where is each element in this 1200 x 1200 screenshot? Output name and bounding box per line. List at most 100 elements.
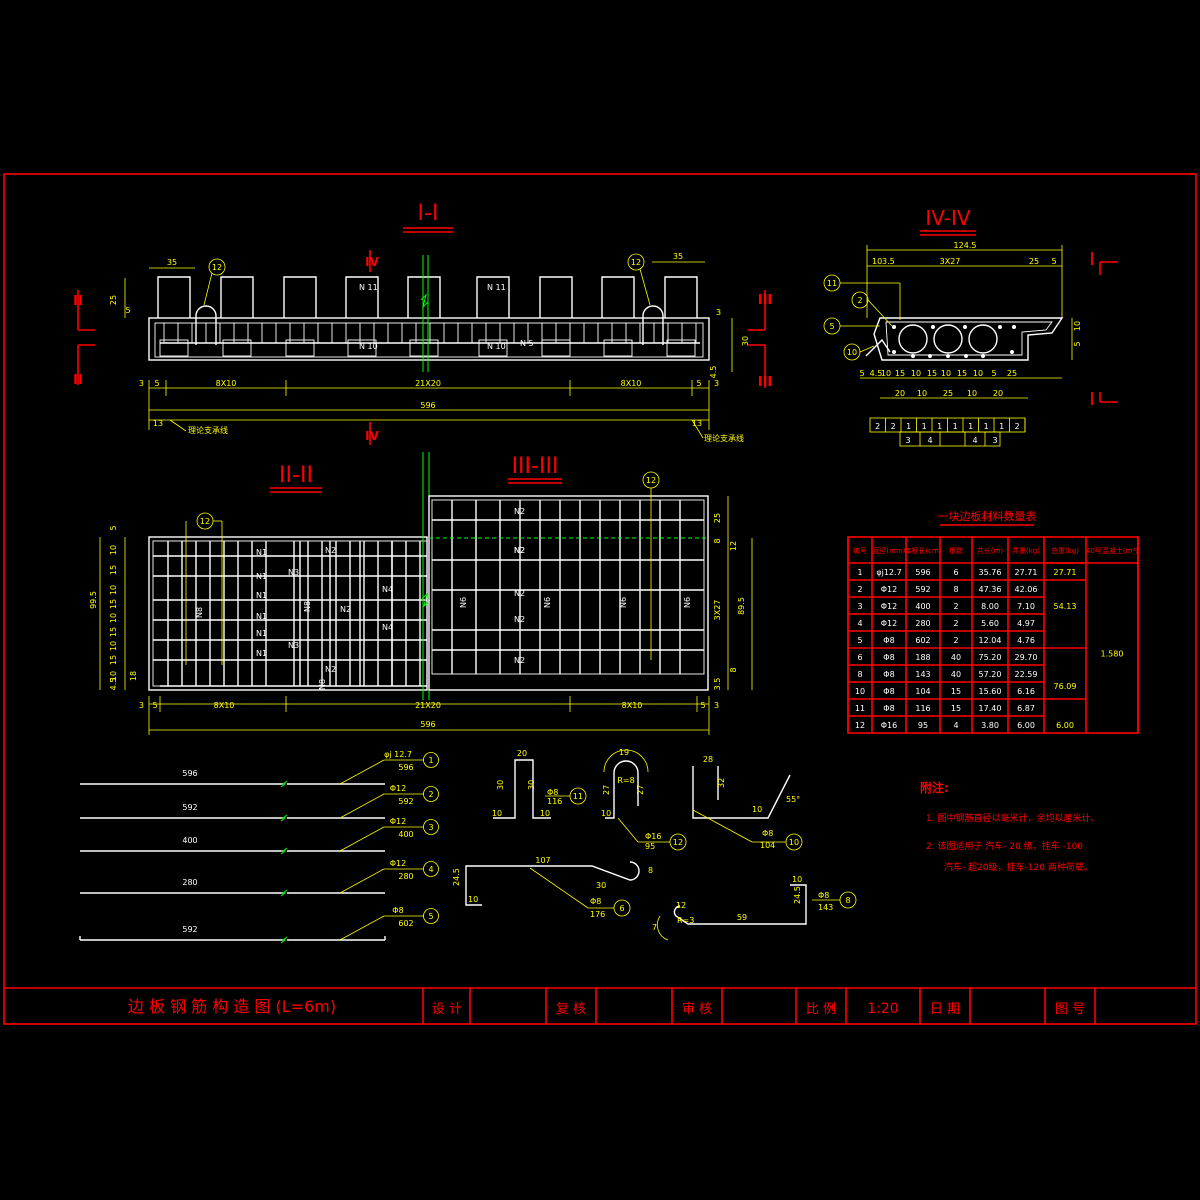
note-2a: 2. 该图适用于 汽车- 20 级，挂车 -100 — [926, 840, 1083, 852]
table-cell: 188 — [915, 653, 930, 662]
bar-cut-length: 592 — [398, 797, 413, 806]
table-header: 每根长(cm) — [904, 546, 941, 555]
dim-35-left: 35 — [167, 258, 177, 267]
iv-bottom-dim: 20 — [993, 389, 1003, 398]
table-cell: 95 — [918, 721, 928, 730]
dim-596: 596 — [420, 401, 435, 410]
table-cell: 2 — [953, 602, 958, 611]
plan-left-dim: 15 — [109, 599, 118, 609]
bottom-stirrup — [159, 339, 189, 357]
table-cell: 8 — [953, 585, 958, 594]
iv-code: 3 — [905, 436, 910, 445]
table-cell: 54.13 — [1054, 602, 1077, 611]
plan-left-dim: 10 — [109, 671, 118, 681]
note-1: 1. 图中钢筋直径以毫米计，余均以厘米计。 — [926, 812, 1099, 824]
dim-3-right: 3 — [714, 379, 719, 388]
tb-date: 日 期 — [930, 1002, 960, 1017]
table-cell: 42.06 — [1015, 585, 1038, 594]
bottom-stirrup — [222, 339, 252, 357]
bar-11-shape: 20 30 30 10 10 Φ8 116 11 — [492, 749, 587, 819]
mark-i-top: I — [1089, 249, 1094, 270]
table-cell: 2 — [953, 619, 958, 628]
table-cell: 5 — [857, 636, 862, 645]
table-cell: 47.36 — [979, 585, 1002, 594]
stirrup-group — [157, 276, 698, 357]
table-cell: 8 — [857, 670, 862, 679]
top-plan-right-dim: 12 — [729, 541, 738, 551]
bar-12-shape: 19 27 27 R=8 10 Φ16 95 12 — [601, 748, 687, 851]
iv-code: 1 — [984, 422, 989, 431]
bar-cut-length: 602 — [398, 919, 413, 928]
dim-5-left: 5 — [154, 379, 159, 388]
table-cell: 2 — [953, 636, 958, 645]
dim-21x20: 21X20 — [415, 379, 441, 388]
b10-dim-10: 10 — [752, 805, 762, 814]
table-cell: Φ12 — [881, 619, 897, 628]
tb-design: 设 计 — [432, 1002, 462, 1017]
bar-id: 5 — [428, 912, 433, 921]
bar-6-shape: 107 24.5 10 30 8 Φ8 176 6 — [452, 856, 653, 919]
iv-code: 1 — [953, 422, 958, 431]
b8-dim-59: 59 — [737, 913, 747, 922]
b12-dim-10: 10 — [601, 809, 611, 818]
plan-left-dim: 10 — [109, 613, 118, 623]
bar-cut-length: 596 — [398, 763, 413, 772]
iv-dim-5: 5 — [1051, 257, 1056, 266]
plan-left-dim: 15 — [109, 655, 118, 665]
stirrup — [664, 276, 698, 318]
callout-12-plan: 12 — [200, 517, 210, 526]
plan-dim-5-left: 5 — [152, 701, 157, 710]
table-concrete: 1.580 — [1101, 650, 1124, 659]
iv-dim-124-5: 124.5 — [954, 241, 977, 250]
iv-code: 1 — [922, 422, 927, 431]
section-4-title: IV-IV — [925, 206, 971, 230]
plan-label: N2 — [325, 546, 336, 555]
bottom-stirrup — [478, 339, 508, 357]
b11-dim-20: 20 — [517, 749, 527, 758]
b6-id: 6 — [619, 904, 624, 913]
bar-diameter: Φ12 — [390, 784, 406, 793]
table-cell: 76.09 — [1054, 682, 1077, 691]
table-cell: 17.40 — [979, 704, 1002, 713]
bar-length: 596 — [182, 769, 197, 778]
b10-len: 104 — [760, 841, 775, 850]
b10-dim-32: 32 — [717, 778, 726, 788]
bar-diameter: Φ12 — [390, 859, 406, 868]
plan-bottom-mesh — [148, 536, 428, 691]
b8-dia: Φ8 — [818, 891, 829, 900]
plan-top-mesh — [428, 495, 709, 691]
notes-heading: 附注: — [920, 780, 949, 795]
plan-label: N1 — [256, 548, 267, 557]
iv-dim-25: 25 — [1029, 257, 1039, 266]
iv-bottom-dim: 10 — [967, 389, 977, 398]
tb-review: 审 核 — [682, 1002, 712, 1017]
stirrup — [476, 276, 510, 318]
table-cell: Φ12 — [881, 585, 897, 594]
stirrup — [283, 276, 317, 318]
slab-cross-section — [873, 317, 1064, 361]
iv-bottom-dim: 10 — [941, 369, 951, 378]
iv-dim-3x27: 3X27 — [940, 257, 961, 266]
b6-dim-107: 107 — [535, 856, 550, 865]
b11-dim-10b: 10 — [540, 809, 550, 818]
plan-label: N3 — [288, 641, 299, 650]
callout-12-left: 12 — [212, 263, 222, 272]
table-cell: 4 — [857, 619, 862, 628]
plan-label: N1 — [256, 649, 267, 658]
iv-dim-right-10: 10 — [1073, 321, 1082, 331]
top-plan-right-dim: 3.5 — [713, 678, 722, 691]
table-header: 编号 — [853, 546, 867, 555]
plan-label: N3 — [288, 568, 299, 577]
dim-8x10-left: 8X10 — [216, 379, 237, 388]
tb-scale: 1:20 — [867, 1001, 898, 1017]
table-cell: 10 — [855, 687, 865, 696]
table-cell: 1 — [857, 568, 862, 577]
b12-radius: R=8 — [617, 776, 634, 785]
iv-bottom-dim: 25 — [943, 389, 953, 398]
mark-iv-top: IV — [365, 255, 379, 269]
b12-dim-19: 19 — [619, 748, 629, 757]
